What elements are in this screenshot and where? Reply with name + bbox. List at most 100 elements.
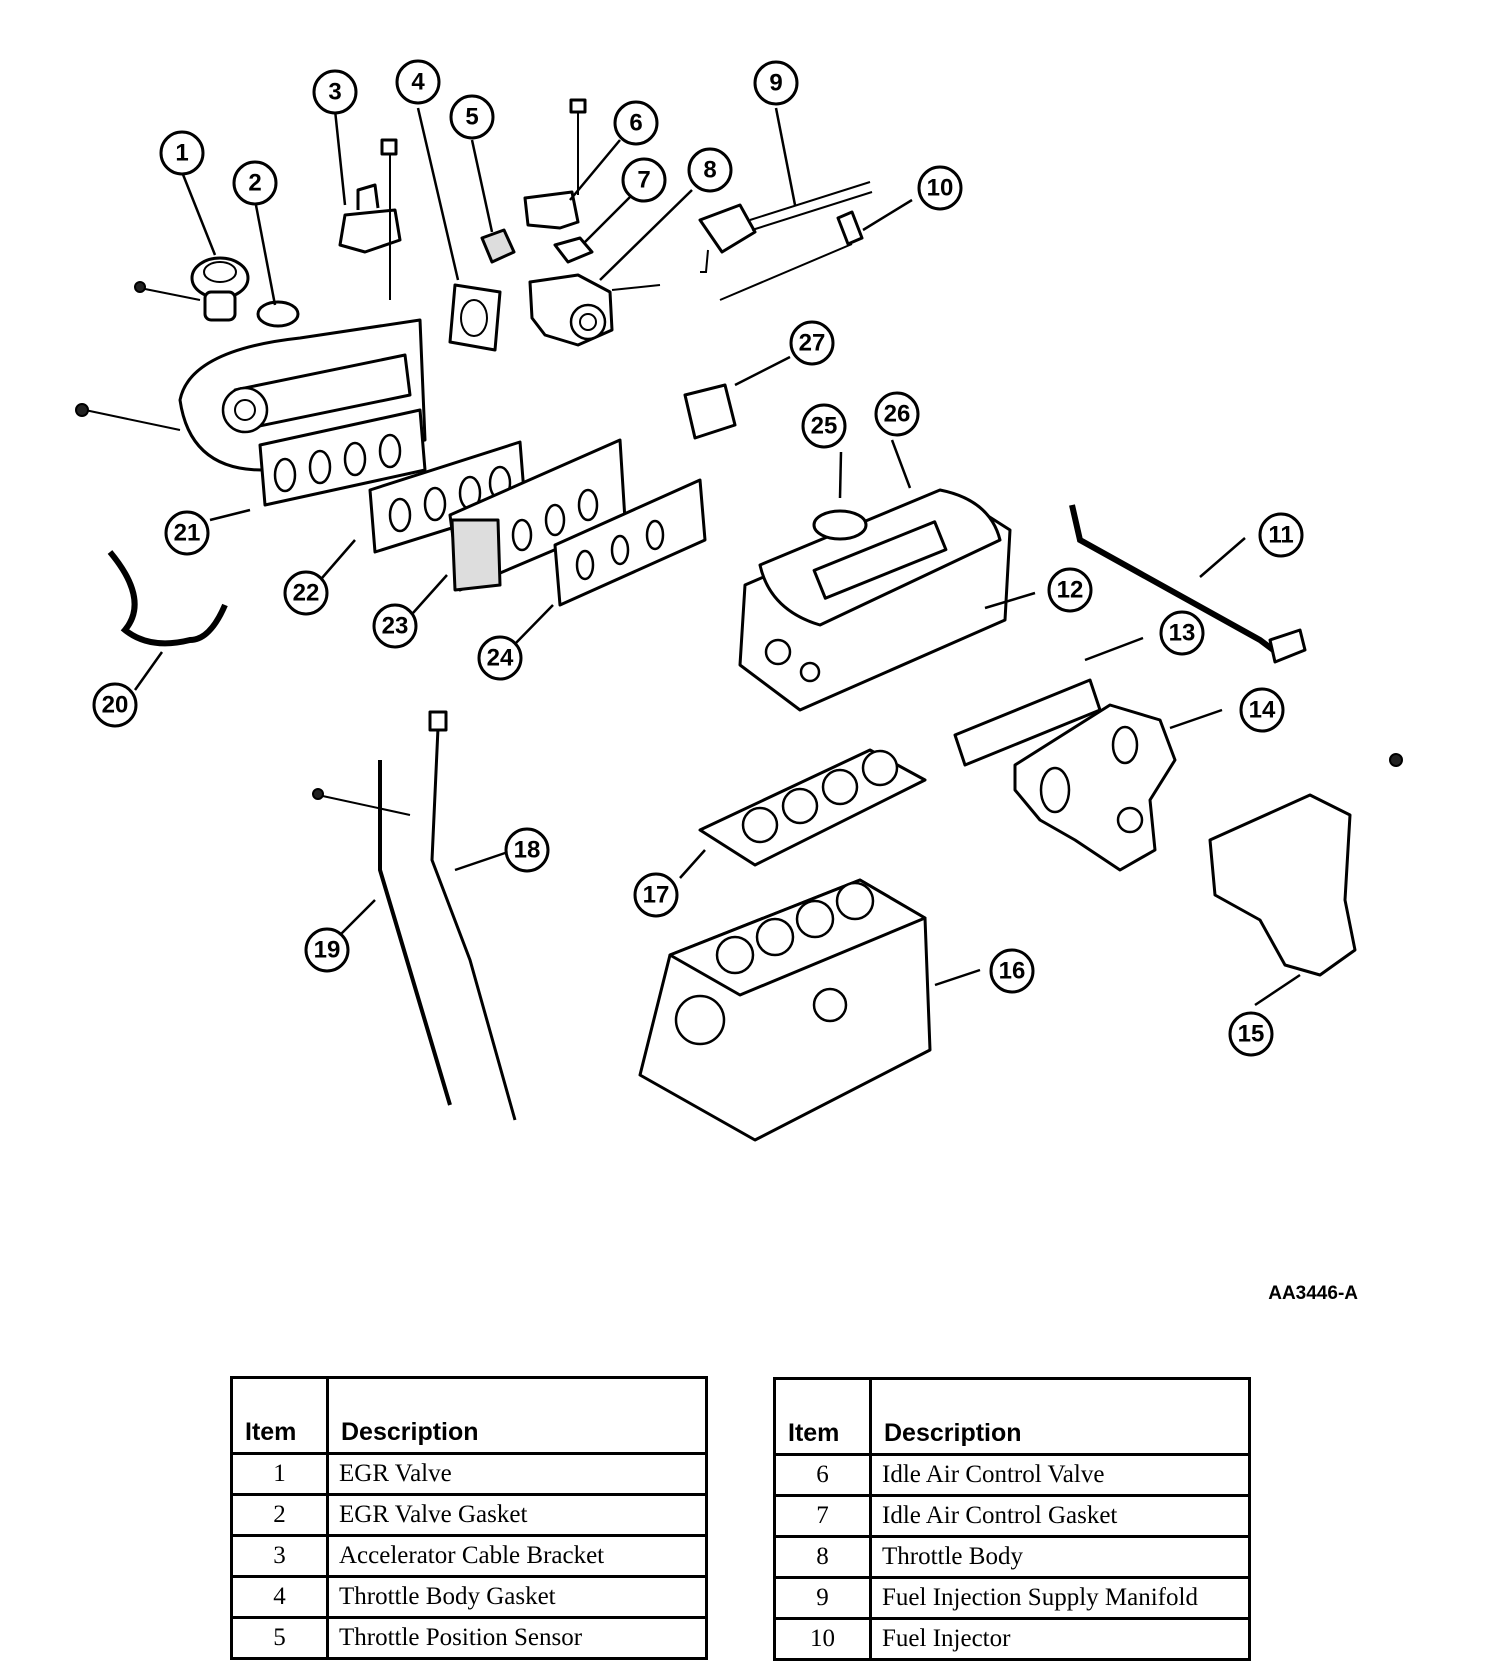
description-column-header: Description	[326, 1376, 708, 1455]
svg-text:9: 9	[769, 70, 782, 97]
table-row: 3 Accelerator Cable Bracket	[230, 1534, 708, 1578]
callout-24: 24	[477, 635, 523, 681]
callout-16: 16	[989, 948, 1035, 994]
svg-text:16: 16	[999, 958, 1026, 985]
cylinder-head-part	[738, 488, 1012, 712]
callout-12: 12	[1047, 567, 1093, 613]
svg-text:7: 7	[637, 167, 650, 194]
fuel-rail-part	[698, 181, 873, 273]
callout-6: 6	[613, 100, 659, 146]
description-cell: Fuel Injection Supply Manifold	[869, 1576, 1251, 1620]
iac-gasket-part	[553, 236, 594, 264]
heat-shield-part	[1208, 793, 1357, 977]
leader-lines	[133, 107, 1301, 1007]
legend-header-row: Item Description	[230, 1376, 708, 1455]
description-cell: Throttle Body Gasket	[326, 1575, 708, 1619]
callout-14: 14	[1239, 687, 1285, 733]
svg-text:11: 11	[1268, 522, 1293, 549]
svg-text:15: 15	[1238, 1021, 1265, 1048]
description-cell: Accelerator Cable Bracket	[326, 1534, 708, 1578]
callout-17: 17	[633, 872, 679, 918]
item-column-header: Item	[773, 1377, 872, 1456]
callout-20: 20	[92, 682, 138, 728]
callout-26: 26	[874, 391, 920, 437]
item-cell: 5	[230, 1616, 329, 1660]
item-cell: 6	[773, 1453, 872, 1497]
description-column-header: Description	[869, 1377, 1251, 1456]
table-row: 8 Throttle Body	[773, 1535, 1251, 1579]
callout-8: 8	[687, 147, 733, 193]
svg-text:26: 26	[884, 401, 911, 428]
svg-text:19: 19	[314, 937, 341, 964]
table-row: 5 Throttle Position Sensor	[230, 1616, 708, 1660]
egr-valve-part	[134, 256, 250, 322]
svg-text:22: 22	[293, 580, 320, 607]
item-cell: 1	[230, 1452, 329, 1496]
callout-1: 1	[159, 130, 205, 176]
table-row: 4 Throttle Body Gasket	[230, 1575, 708, 1619]
callout-21: 21	[164, 510, 210, 556]
callout-13: 13	[1159, 610, 1205, 656]
callout-23: 23	[372, 603, 418, 649]
item-column-header: Item	[230, 1376, 329, 1455]
callout-22: 22	[283, 570, 329, 616]
svg-text:17: 17	[643, 882, 670, 909]
callout-11: 11	[1258, 512, 1304, 558]
table-row: 2 EGR Valve Gasket	[230, 1493, 708, 1537]
svg-text:5: 5	[465, 104, 478, 131]
callout-2: 2	[232, 160, 278, 206]
svg-text:23: 23	[382, 613, 409, 640]
gasket-22-part	[258, 408, 427, 507]
callout-4: 4	[395, 59, 441, 105]
svg-text:6: 6	[629, 110, 642, 137]
exploded-engine-diagram: 1 2 3 4 5 6 7 8 9 10 11 12 13 14 15 16 1…	[75, 59, 1403, 1142]
svg-text:10: 10	[927, 175, 954, 202]
tps-part	[480, 228, 516, 264]
head-gasket-part	[698, 748, 927, 867]
callout-15: 15	[1228, 1011, 1274, 1057]
svg-text:3: 3	[328, 79, 341, 106]
table-row: 6 Idle Air Control Valve	[773, 1453, 1251, 1497]
description-cell: Idle Air Control Valve	[869, 1453, 1251, 1497]
description-cell: Throttle Body	[869, 1535, 1251, 1579]
svg-text:25: 25	[811, 413, 838, 440]
figure-code: AA3446-A	[1268, 1283, 1358, 1304]
svg-text:27: 27	[799, 330, 826, 357]
svg-text:8: 8	[703, 157, 716, 184]
svg-text:20: 20	[102, 692, 129, 719]
vacuum-hose-part	[107, 550, 228, 647]
bracket-27-part	[683, 383, 737, 440]
dipstick-tube-part	[378, 760, 452, 1106]
table-row: 9 Fuel Injection Supply Manifold	[773, 1576, 1251, 1620]
svg-text:1: 1	[175, 140, 188, 167]
callout-10: 10	[917, 165, 963, 211]
callout-7: 7	[621, 157, 667, 203]
callout-5: 5	[449, 94, 495, 140]
exhaust-manifold-part	[1013, 703, 1177, 872]
description-cell: EGR Valve	[326, 1452, 708, 1496]
svg-text:2: 2	[248, 170, 261, 197]
description-cell: Idle Air Control Gasket	[869, 1494, 1251, 1538]
engine-block-part	[638, 878, 932, 1142]
description-cell: Throttle Position Sensor	[326, 1616, 708, 1660]
svg-text:24: 24	[487, 645, 514, 672]
svg-text:13: 13	[1169, 620, 1196, 647]
svg-text:21: 21	[174, 520, 201, 547]
fuel-injector-part	[836, 210, 864, 246]
table-row: 7 Idle Air Control Gasket	[773, 1494, 1251, 1538]
throttle-body-part	[528, 273, 661, 347]
svg-text:4: 4	[411, 69, 425, 96]
throttle-body-gasket-part	[448, 283, 502, 352]
item-cell: 7	[773, 1494, 872, 1538]
item-cell: 8	[773, 1535, 872, 1579]
legend-header-row: Item Description	[773, 1377, 1251, 1456]
item-cell: 9	[773, 1576, 872, 1620]
callout-25: 25	[801, 403, 847, 449]
svg-text:14: 14	[1249, 697, 1276, 724]
table-row: 10 Fuel Injector	[773, 1617, 1251, 1661]
item-cell: 10	[773, 1617, 872, 1661]
egr-gasket-part	[256, 300, 300, 328]
callout-9: 9	[753, 60, 799, 106]
table-row: 1 EGR Valve	[230, 1452, 708, 1496]
legend-table-left: Item Description 1 EGR Valve 2 EGR Valve…	[230, 1376, 708, 1660]
